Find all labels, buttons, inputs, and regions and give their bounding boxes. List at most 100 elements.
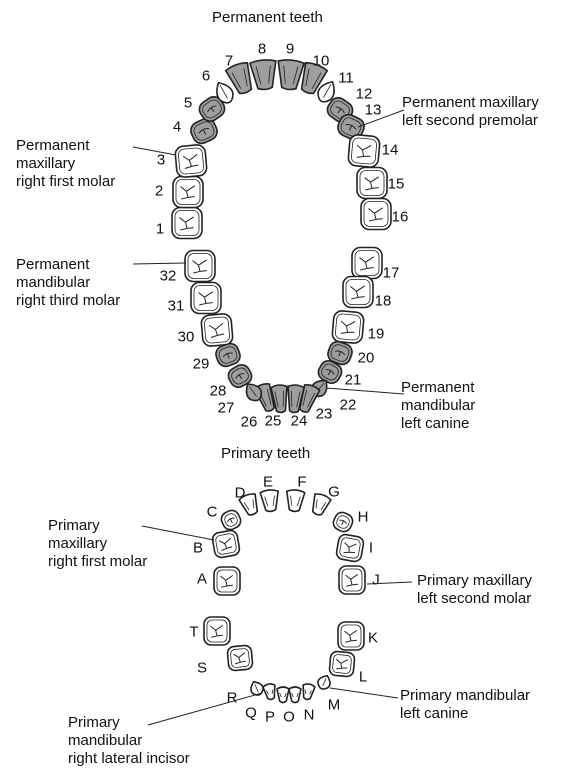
tooth-number-13: 13 bbox=[365, 102, 382, 119]
tooth-number-32: 32 bbox=[160, 268, 177, 285]
tooth-number-5: 5 bbox=[184, 95, 192, 112]
tooth-number-7: 7 bbox=[225, 53, 233, 70]
tooth-A bbox=[214, 567, 240, 595]
tooth-number-16: 16 bbox=[392, 209, 409, 226]
callout-line: right first molar bbox=[16, 173, 115, 191]
tooth-P bbox=[277, 687, 289, 703]
callout-perm-max-right-first-molar: Permanent maxillary right first molar bbox=[16, 137, 115, 191]
tooth-number-3: 3 bbox=[157, 152, 165, 169]
tooth-17 bbox=[352, 248, 382, 279]
tooth-letter-O: O bbox=[283, 709, 295, 726]
tooth-number-29: 29 bbox=[193, 356, 210, 373]
tooth-number-12: 12 bbox=[356, 86, 373, 103]
tooth-letter-J: J bbox=[372, 572, 380, 589]
tooth-H bbox=[331, 510, 355, 534]
callout-line: right third molar bbox=[16, 292, 120, 310]
leader-prim-max-right-first-molar bbox=[142, 526, 214, 540]
leader-perm-mand-left-canine bbox=[326, 388, 404, 394]
tooth-letter-C: C bbox=[207, 504, 218, 521]
callout-line: left canine bbox=[401, 415, 475, 433]
tooth-letter-K: K bbox=[368, 630, 378, 647]
tooth-30 bbox=[201, 313, 234, 346]
tooth-9 bbox=[276, 59, 304, 91]
callout-perm-mand-right-third-molar: Permanent mandibular right third molar bbox=[16, 256, 120, 310]
tooth-C bbox=[219, 508, 243, 532]
tooth-number-10: 10 bbox=[313, 53, 330, 70]
tooth-Q bbox=[263, 683, 278, 700]
tooth-letter-S: S bbox=[197, 660, 207, 677]
tooth-letter-L: L bbox=[359, 669, 367, 686]
tooth-number-9: 9 bbox=[286, 41, 294, 58]
tooth-number-4: 4 bbox=[173, 119, 181, 136]
permanent-title: Permanent teeth bbox=[212, 9, 323, 27]
tooth-K bbox=[338, 622, 364, 650]
tooth-letter-H: H bbox=[358, 509, 369, 526]
primary-title: Primary teeth bbox=[221, 445, 310, 463]
callout-line: Permanent bbox=[16, 137, 115, 155]
tooth-L bbox=[329, 651, 355, 677]
tooth-number-17: 17 bbox=[383, 265, 400, 282]
tooth-I bbox=[336, 534, 365, 563]
tooth-letter-I: I bbox=[369, 540, 373, 557]
callout-prim-mand-left-canine: Primary mandibular left canine bbox=[400, 687, 530, 723]
tooth-B bbox=[212, 530, 241, 559]
tooth-19 bbox=[332, 310, 365, 343]
callout-perm-max-left-second-premolar: Permanent maxillary left second premolar bbox=[402, 94, 539, 130]
tooth-2 bbox=[173, 177, 203, 208]
leader-perm-mand-right-third-molar bbox=[133, 263, 186, 264]
tooth-number-21: 21 bbox=[345, 372, 362, 389]
tooth-letter-P: P bbox=[265, 709, 275, 726]
tooth-letter-N: N bbox=[304, 707, 315, 724]
tooth-31 bbox=[191, 283, 221, 314]
callout-line: mandibular bbox=[16, 274, 120, 292]
tooth-F bbox=[285, 489, 305, 512]
tooth-number-11: 11 bbox=[338, 70, 354, 87]
callout-line: mandibular bbox=[68, 732, 190, 750]
tooth-N bbox=[301, 683, 316, 700]
tooth-number-31: 31 bbox=[168, 298, 185, 315]
tooth-letter-T: T bbox=[189, 624, 198, 641]
tooth-18 bbox=[343, 277, 373, 308]
tooth-number-23: 23 bbox=[316, 406, 333, 423]
tooth-letter-F: F bbox=[297, 474, 306, 491]
callout-line: maxillary bbox=[48, 535, 147, 553]
tooth-number-24: 24 bbox=[291, 413, 308, 430]
callout-prim-mand-right-lateral-incisor: Primary mandibular right lateral incisor bbox=[68, 714, 190, 768]
tooth-letter-A: A bbox=[197, 571, 207, 588]
tooth-O bbox=[289, 687, 301, 703]
tooth-number-19: 19 bbox=[368, 326, 385, 343]
tooth-number-27: 27 bbox=[218, 400, 235, 417]
tooth-number-28: 28 bbox=[210, 383, 227, 400]
callout-line: Primary mandibular bbox=[400, 687, 530, 705]
leader-perm-max-right-first-molar bbox=[133, 147, 176, 155]
callout-line: Permanent bbox=[401, 379, 475, 397]
callout-prim-max-right-first-molar: Primary maxillary right first molar bbox=[48, 517, 147, 571]
callout-line: Primary bbox=[68, 714, 190, 732]
tooth-number-6: 6 bbox=[202, 68, 210, 85]
callout-line: left second molar bbox=[417, 590, 532, 608]
tooth-3 bbox=[175, 144, 208, 177]
callout-line: right lateral incisor bbox=[68, 750, 190, 768]
tooth-number-15: 15 bbox=[388, 176, 405, 193]
tooth-J bbox=[339, 566, 365, 594]
callout-line: mandibular bbox=[401, 397, 475, 415]
tooth-number-18: 18 bbox=[375, 293, 392, 310]
tooth-S bbox=[227, 645, 253, 671]
callout-line: left second premolar bbox=[402, 112, 539, 130]
callout-line: left canine bbox=[400, 705, 530, 723]
tooth-letter-D: D bbox=[235, 485, 246, 502]
tooth-E bbox=[260, 489, 280, 512]
callout-line: right first molar bbox=[48, 553, 147, 571]
callout-perm-mand-left-canine: Permanent mandibular left canine bbox=[401, 379, 475, 433]
tooth-number-1: 1 bbox=[156, 221, 164, 238]
tooth-number-2: 2 bbox=[155, 183, 163, 200]
callout-prim-max-left-second-molar: Primary maxillary left second molar bbox=[417, 572, 532, 608]
tooth-32 bbox=[185, 251, 215, 282]
tooth-letter-Q: Q bbox=[245, 705, 257, 722]
tooth-letter-B: B bbox=[193, 540, 203, 557]
tooth-letter-G: G bbox=[328, 484, 340, 501]
tooth-14 bbox=[348, 134, 381, 167]
callout-line: Permanent bbox=[16, 256, 120, 274]
tooth-15 bbox=[357, 168, 387, 199]
